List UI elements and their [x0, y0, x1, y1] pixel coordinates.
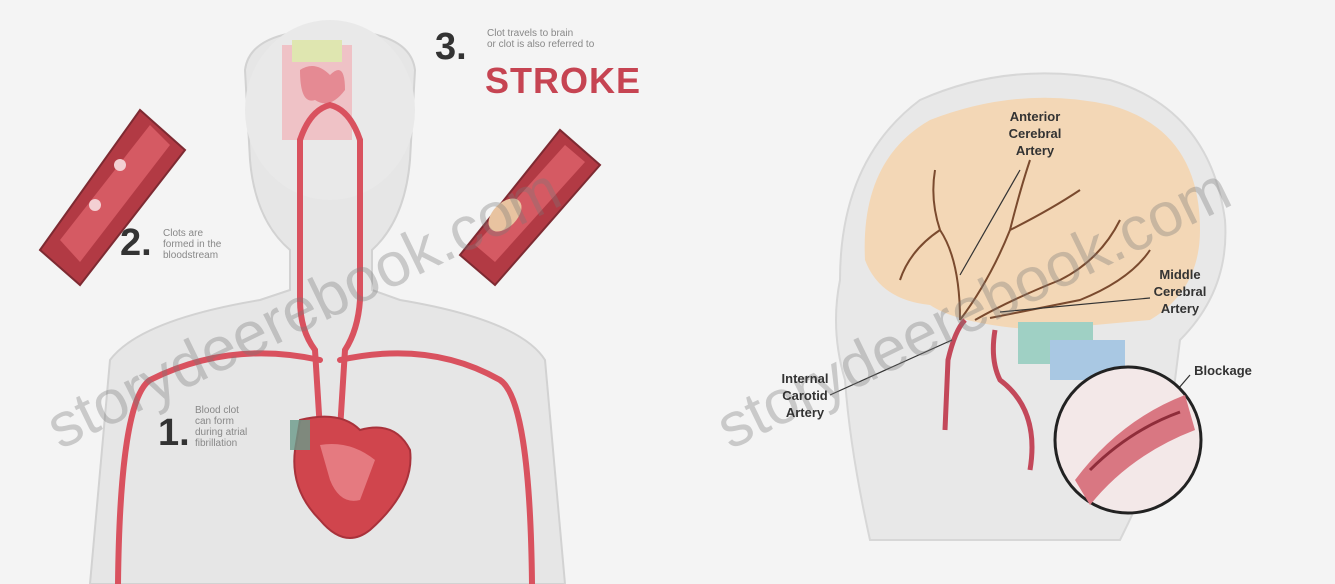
- step1-caption-line: fibrillation: [195, 438, 295, 449]
- label-line: Artery: [770, 404, 840, 421]
- step2-caption: Clots are formed in the bloodstream: [163, 228, 263, 261]
- label-line: Cerebral: [995, 125, 1075, 142]
- label-line: Cerebral: [1140, 283, 1220, 300]
- label-middle-cerebral-artery: Middle Cerebral Artery: [1140, 266, 1220, 317]
- step2-number: 2.: [120, 222, 152, 265]
- label-line: Anterior: [995, 108, 1075, 125]
- label-internal-carotid-artery: Internal Carotid Artery: [770, 370, 840, 421]
- step1-caption: Blood clot can form during atrial fibril…: [195, 405, 295, 449]
- step3-caption: Clot travels to brain or clot is also re…: [487, 28, 647, 50]
- label-anterior-cerebral-artery: Anterior Cerebral Artery: [995, 108, 1075, 159]
- step2-caption-line: formed in the: [163, 239, 263, 250]
- step1-caption-line: can form: [195, 416, 295, 427]
- brain-region: [282, 40, 352, 140]
- blockage-magnifier: [1055, 367, 1201, 513]
- step1-caption-line: during atrial: [195, 427, 295, 438]
- label-line: Middle: [1140, 266, 1220, 283]
- step2-caption-line: bloodstream: [163, 250, 263, 261]
- label-line: Carotid: [770, 387, 840, 404]
- step1-number: 1.: [158, 412, 190, 455]
- step3-caption-line: Clot travels to brain: [487, 28, 647, 39]
- step3-caption-line: or clot is also referred to: [487, 39, 647, 50]
- step3-number: 3.: [435, 26, 467, 69]
- label-line: Internal: [770, 370, 840, 387]
- label-blockage: Blockage: [1183, 362, 1263, 379]
- label-line: Artery: [995, 142, 1075, 159]
- step1-caption-line: Blood clot: [195, 405, 295, 416]
- stroke-title: STROKE: [485, 60, 641, 102]
- step2-caption-line: Clots are: [163, 228, 263, 239]
- label-line: Artery: [1140, 300, 1220, 317]
